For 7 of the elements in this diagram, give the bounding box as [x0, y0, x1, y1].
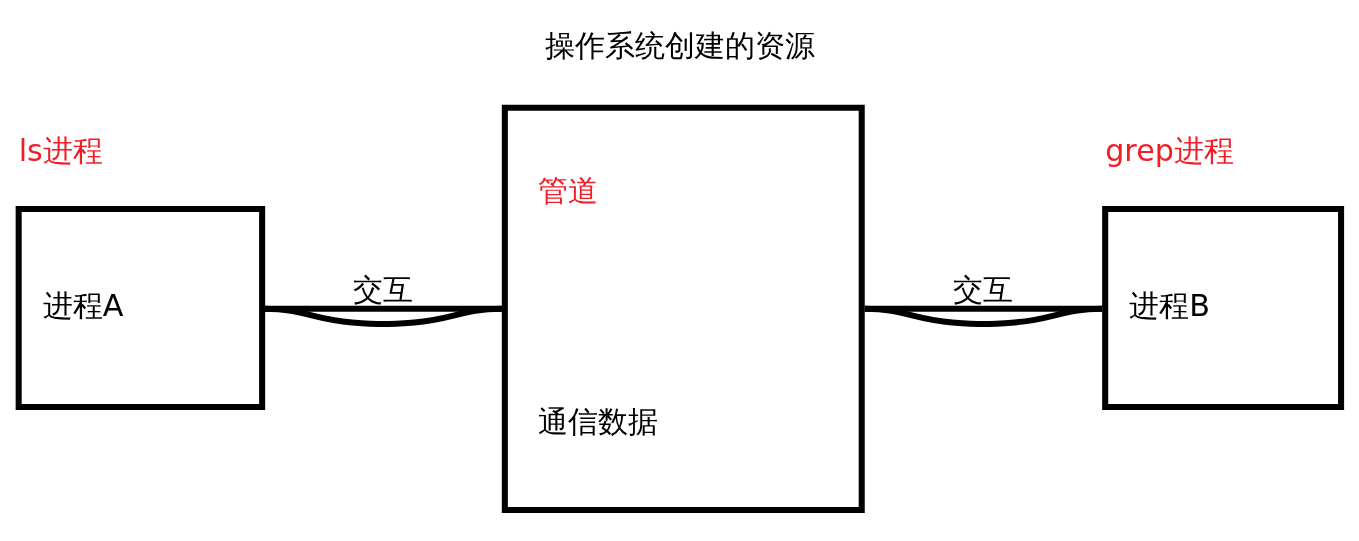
node-label: 操作系统创建的资源 — [544, 27, 815, 63]
connector — [264, 305, 502, 327]
edge-label: 交互 — [953, 271, 1014, 307]
node-label: ls进程 — [18, 132, 103, 168]
node-label: grep进程 — [1105, 132, 1234, 168]
edge-label: 交互 — [353, 271, 414, 307]
connector — [864, 305, 1103, 327]
